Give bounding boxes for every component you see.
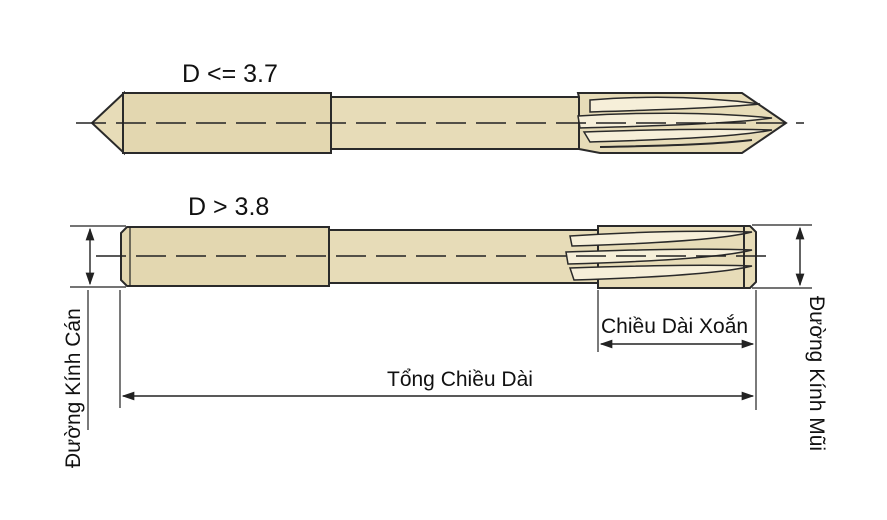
overall-length-dimension: Tổng Chiều Dài — [119, 290, 755, 408]
reamer-small-flutes — [577, 96, 773, 148]
reamer-small-label: D <= 3.7 — [182, 60, 278, 88]
shank-diameter-dimension: Đường Kính Cán — [62, 225, 126, 468]
reamer-small: D <= 3.7 — [76, 60, 804, 156]
shank-diameter-label: Đường Kính Cán — [62, 308, 85, 468]
flute-length-dimension: Chiều Dài Xoắn — [597, 290, 757, 410]
flute-length-label: Chiều Dài Xoắn — [601, 315, 748, 338]
tip-diameter-label: Đường Kính Mũi — [805, 296, 828, 451]
tip-diameter-dimension: Đường Kính Mũi — [752, 224, 828, 451]
reamer-large-label: D > 3.8 — [188, 193, 269, 221]
overall-length-label: Tổng Chiều Dài — [387, 368, 533, 391]
reamer-large: D > 3.8 — [96, 193, 770, 289]
